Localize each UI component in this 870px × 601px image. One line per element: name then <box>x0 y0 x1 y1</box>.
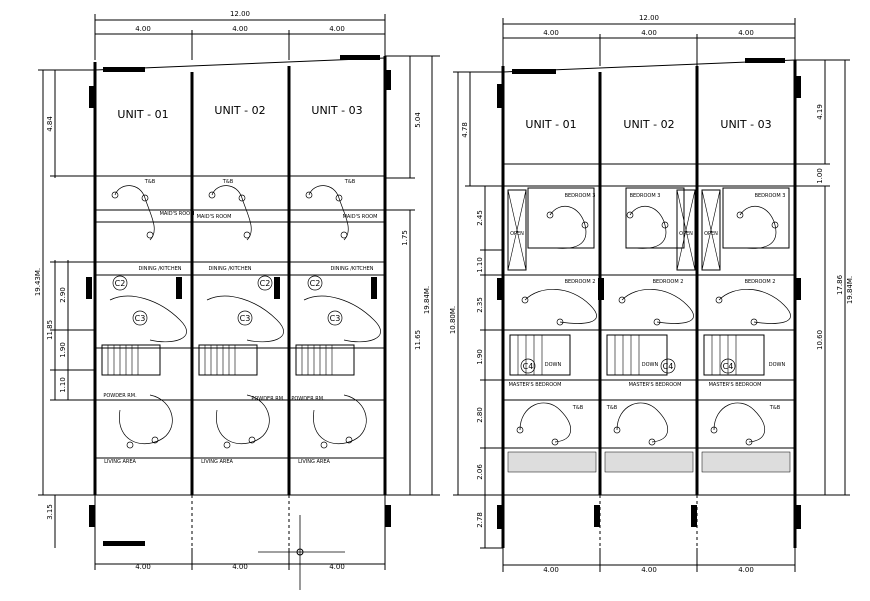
right-bedroom3-3: BEDROOM 3 <box>755 193 786 199</box>
right-rdim-100: 1.00 <box>816 168 824 184</box>
left-dim-lower: 3.15 <box>46 504 54 520</box>
left-c3-2: C3 <box>240 314 251 323</box>
right-down-3: DOWN <box>769 362 786 368</box>
right-open-3: OPEN <box>704 231 718 237</box>
left-maids-room-3: MAID'S ROOM <box>343 214 378 220</box>
right-bedroom2-3: BEDROOM 2 <box>745 279 776 285</box>
right-rdim-subtotal: 17.86 <box>836 274 844 295</box>
left-rdim-upper: 5.04 <box>414 112 422 128</box>
right-bottom-seg-2: 4.00 <box>641 566 657 574</box>
right-ldim-280: 2.80 <box>476 407 484 423</box>
right-unit-02-label: UNIT - 02 <box>623 118 674 131</box>
right-bedroom3-1: BEDROOM 3 <box>565 193 596 199</box>
right-ldim-245: 2.45 <box>476 210 484 226</box>
right-masters-3: MASTER'S BEDROOM <box>709 382 762 388</box>
right-c4-2: C4 <box>663 362 674 371</box>
right-top-seg-3: 4.00 <box>738 29 754 37</box>
left-rdim-175: 1.75 <box>401 230 409 246</box>
right-ldim-235: 2.35 <box>476 297 484 313</box>
left-bottom-seg-2: 4.00 <box>232 563 248 571</box>
left-c2-3: C2 <box>310 279 321 288</box>
right-ldim-upper: 4.78 <box>461 122 469 138</box>
right-c4-1: C4 <box>523 362 534 371</box>
right-rdim-upper: 4.19 <box>816 104 824 120</box>
left-plan-marks <box>86 55 391 546</box>
right-tb-2: T&B <box>606 405 618 411</box>
right-down-1: DOWN <box>545 362 562 368</box>
left-c2-1: C2 <box>115 279 126 288</box>
right-open-1: OPEN <box>510 231 524 237</box>
left-tb-2: T&B <box>222 179 234 185</box>
left-top-seg-2: 4.00 <box>232 25 248 33</box>
left-unit-03-label: UNIT - 03 <box>311 104 362 117</box>
left-bottom-seg-1: 4.00 <box>135 563 151 571</box>
right-plan-balcony-hatch <box>507 451 791 473</box>
right-down-2: DOWN <box>642 362 659 368</box>
left-top-total: 12.00 <box>230 10 250 18</box>
left-bottom-seg-3: 4.00 <box>329 563 345 571</box>
right-tb-3: T&B <box>769 405 781 411</box>
left-c3-1: C3 <box>135 314 146 323</box>
left-dim-290: 2.90 <box>59 287 67 303</box>
right-plan-marks <box>497 58 801 529</box>
right-ldim-278: 2.78 <box>476 512 484 528</box>
right-bottom-seg-3: 4.00 <box>738 566 754 574</box>
right-rdim-total: 19.84M. <box>846 276 854 304</box>
left-maids-room-1: MAID'S ROOM <box>160 211 195 217</box>
right-plan-labels: 12.00 4.00 4.00 4.00 4.00 4.00 4.00 UNIT… <box>449 14 854 574</box>
right-masters-1: MASTER'S BEDROOM <box>509 382 562 388</box>
left-powder-rm-1: POWDER RM. <box>103 393 137 399</box>
right-c4-3: C4 <box>723 362 734 371</box>
right-open-2: OPEN <box>679 231 693 237</box>
left-dim-190: 1.90 <box>59 342 67 358</box>
left-top-seg-1: 4.00 <box>135 25 151 33</box>
left-unit-01-label: UNIT - 01 <box>117 108 168 121</box>
left-plan-labels: 12.00 4.00 4.00 4.00 4.00 4.00 4.00 UNIT… <box>34 10 431 571</box>
right-rdim-lower: 10.60 <box>816 330 824 350</box>
right-ldim-110: 1.10 <box>476 257 484 273</box>
left-dim-subtotal: 11.85 <box>46 320 54 340</box>
right-masters-2: MASTER'S BEDROOM <box>629 382 682 388</box>
right-bedroom2-2: BEDROOM 2 <box>653 279 684 285</box>
left-tb-3: T&B <box>344 179 356 185</box>
right-ldim-206: 2.06 <box>476 464 484 480</box>
left-rdim-total: 19.84M. <box>423 286 431 314</box>
left-plan <box>38 14 440 590</box>
left-dim-upper: 4.84 <box>46 116 54 132</box>
right-plan-wiring <box>516 205 791 446</box>
left-living-area-2: LIVING AREA <box>201 459 233 465</box>
right-ldim-190: 1.90 <box>476 349 484 365</box>
left-dim-total: 19.43M. <box>34 268 42 296</box>
right-bedroom3-2: BEDROOM 3 <box>630 193 661 199</box>
right-ldim-total: 10.80M. <box>449 306 457 334</box>
left-top-seg-3: 4.00 <box>329 25 345 33</box>
left-tb-1: T&B <box>144 179 156 185</box>
right-top-total: 12.00 <box>639 14 659 22</box>
left-rdim-lower: 11.65 <box>414 330 422 350</box>
right-unit-01-label: UNIT - 01 <box>525 118 576 131</box>
left-dining-kitchen-2: DINING /KITCHEN <box>208 266 251 272</box>
left-unit-02-label: UNIT - 02 <box>214 104 265 117</box>
left-living-area-3: LIVING AREA <box>298 459 330 465</box>
right-top-seg-2: 4.00 <box>641 29 657 37</box>
right-bottom-seg-1: 4.00 <box>543 566 559 574</box>
left-c3-3: C3 <box>330 314 341 323</box>
right-tb-1: T&B <box>572 405 584 411</box>
left-maids-room-2: MAID'S ROOM <box>197 214 232 220</box>
left-dining-kitchen-1: DINING /KITCHEN <box>138 266 181 272</box>
left-powder-rm-3: POWDER RM. <box>291 396 325 402</box>
left-dim-110: 1.10 <box>59 377 67 393</box>
left-dining-kitchen-3: DINING /KITCHEN <box>330 266 373 272</box>
right-bedroom2-1: BEDROOM 2 <box>565 279 596 285</box>
right-unit-03-label: UNIT - 03 <box>720 118 771 131</box>
left-living-area-1: LIVING AREA <box>104 459 136 465</box>
right-top-seg-1: 4.00 <box>543 29 559 37</box>
left-c2-2: C2 <box>260 279 271 288</box>
left-powder-rm-2: POWDER RM. <box>251 396 285 402</box>
